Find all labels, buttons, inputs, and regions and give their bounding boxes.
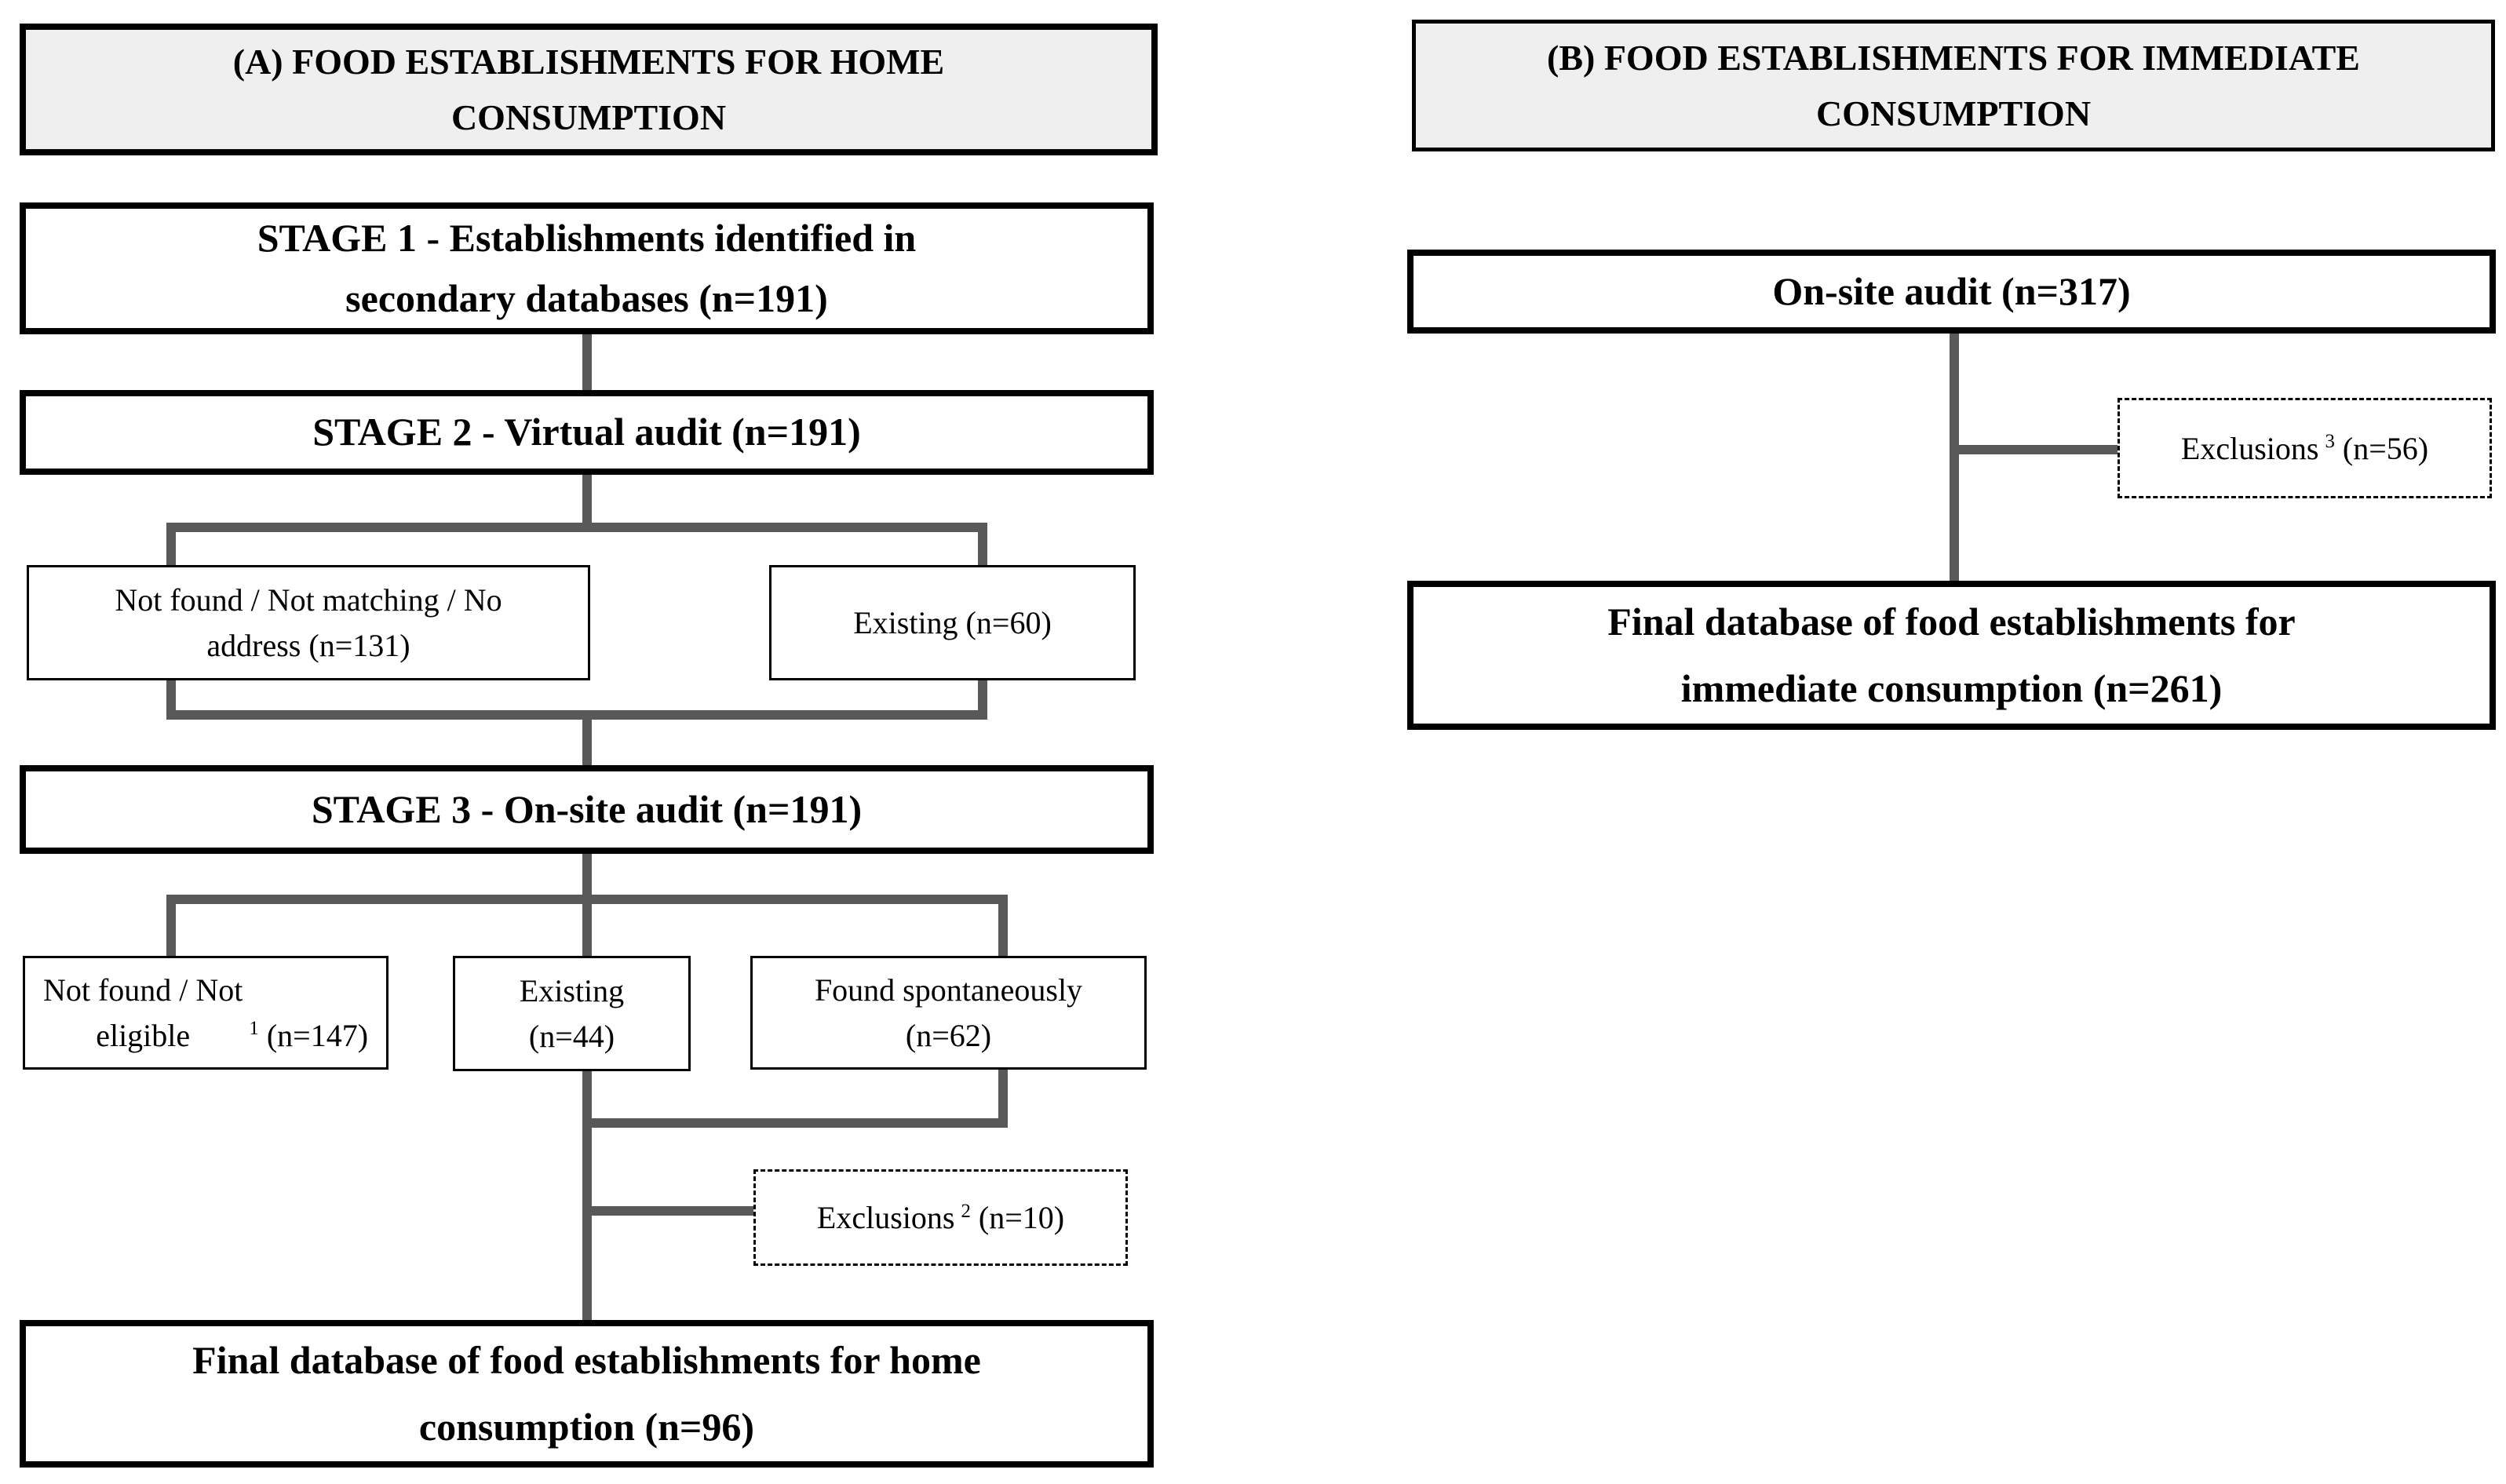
onsite-audit-box: On-site audit (n=317): [1407, 250, 2496, 334]
connector-branch2-left-drop: [166, 523, 176, 568]
final-database-home-label: Final database of food establishments fo…: [192, 1338, 981, 1449]
final-database-home-box: Final database of food establishments fo…: [20, 1320, 1154, 1468]
not-found-virtual-label: Not found / Not matching / No address (n…: [115, 582, 502, 663]
connector-branch2-top-horizontal: [166, 523, 987, 532]
panel-b-header: (B) FOOD ESTABLISHMENTS FOR IMMEDIATE CO…: [1412, 20, 2495, 151]
connector-branch3-center-drop: [582, 895, 592, 957]
stage1-label: STAGE 1 - Establishments identified in s…: [257, 215, 917, 321]
existing-virtual-box: Existing (n=60): [769, 565, 1136, 680]
connector-branch3-left-drop: [166, 895, 176, 957]
stage2-box: STAGE 2 - Virtual audit (n=191): [20, 390, 1154, 475]
not-found-virtual-box: Not found / Not matching / No address (n…: [27, 565, 590, 680]
found-spontaneously-box: Found spontaneously (n=62): [750, 956, 1147, 1070]
panel-a-header: (A) FOOD ESTABLISHMENTS FOR HOME CONSUMP…: [20, 24, 1158, 155]
connector-stage3-branch: [582, 852, 592, 899]
connector-merge3-horizontal: [582, 1118, 1008, 1128]
stage3-label: STAGE 3 - On-site audit (n=191): [311, 786, 863, 831]
panel-a-header-label: (A) FOOD ESTABLISHMENTS FOR HOME CONSUMP…: [232, 41, 945, 137]
connector-onsite-final: [1950, 332, 1959, 582]
final-database-immediate-box: Final database of food establishments fo…: [1407, 581, 2496, 730]
connector-branch2-bottom-horizontal: [166, 710, 987, 720]
footnote-1-marker: 1: [249, 1018, 259, 1040]
stage2-label: STAGE 2 - Virtual audit (n=191): [312, 410, 861, 454]
connector-branch2-left-down: [166, 677, 176, 720]
stage1-box: STAGE 1 - Establishments identified in s…: [20, 202, 1154, 334]
connector-exclusions3-horizontal: [1950, 445, 2118, 454]
final-database-immediate-label: Final database of food establishments fo…: [1607, 600, 2296, 710]
existing-virtual-label: Existing (n=60): [853, 604, 1052, 640]
existing-onsite-box: Existing (n=44): [453, 956, 691, 1071]
connector-merge2-stage3: [582, 710, 592, 767]
stage3-box: STAGE 3 - On-site audit (n=191): [20, 765, 1154, 854]
connector-branch2-right-drop: [978, 523, 987, 568]
connector-branch2-right-down: [978, 677, 987, 720]
existing-onsite-label: Existing (n=44): [519, 972, 625, 1054]
footnote-3-marker: 3: [2325, 431, 2335, 453]
footnote-2-marker: 2: [961, 1200, 971, 1222]
onsite-audit-label: On-site audit (n=317): [1772, 268, 2131, 313]
connector-exclusions2-horizontal: [582, 1206, 753, 1216]
connector-found-down: [998, 1068, 1008, 1128]
connector-stage1-stage2: [582, 333, 592, 392]
connector-branch3-right-drop: [998, 895, 1008, 957]
panel-b-header-label: (B) FOOD ESTABLISHMENTS FOR IMMEDIATE CO…: [1547, 37, 2360, 133]
connector-existing44-final: [582, 1068, 592, 1322]
found-spontaneously-label: Found spontaneously (n=62): [814, 972, 1083, 1053]
connector-stage2-branch: [582, 473, 592, 528]
